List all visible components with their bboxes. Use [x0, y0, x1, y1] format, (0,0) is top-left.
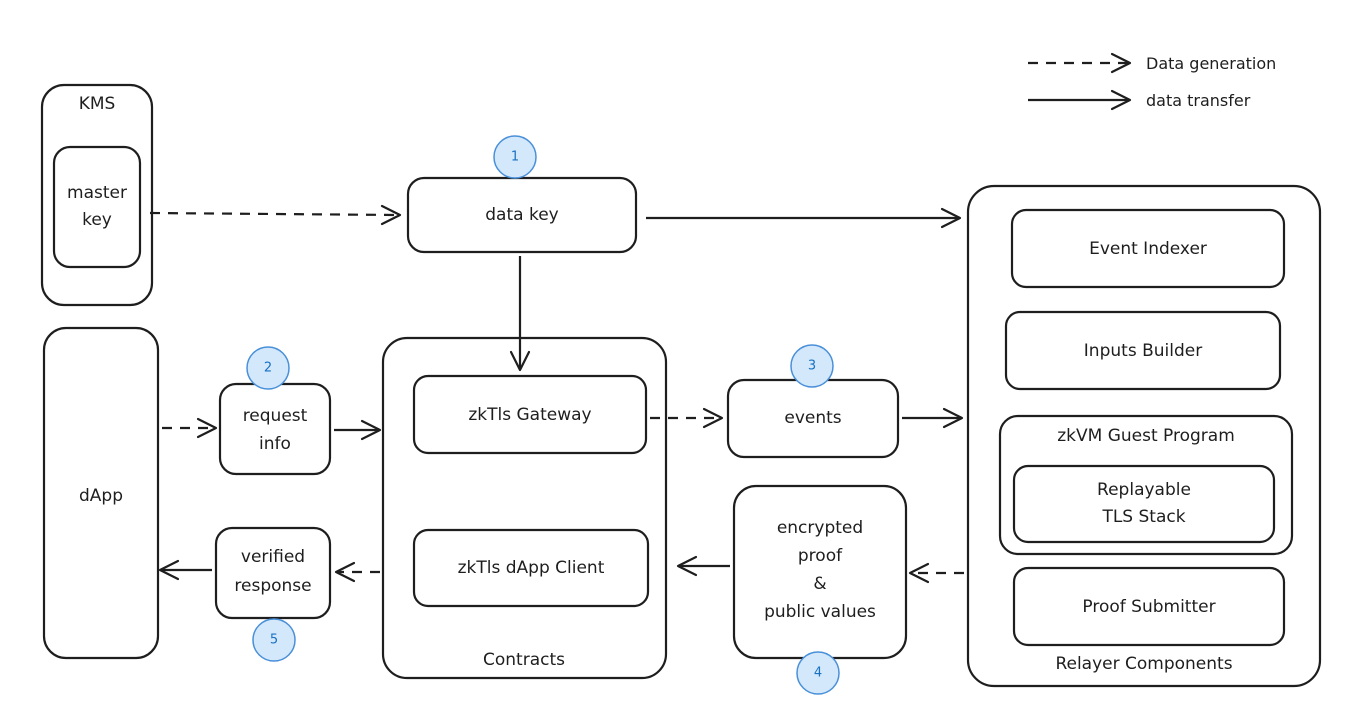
step-markers: 1 2 3 4 5: [246, 135, 840, 695]
master-key-line-1: master: [67, 183, 127, 203]
data-key-group: data key: [406, 176, 638, 254]
inputs-builder-label: Inputs Builder: [1084, 341, 1202, 361]
dapp-group: dApp: [42, 326, 160, 660]
arrowhead-gateway-to-events: [702, 407, 724, 429]
proof-submitter-box: [1012, 566, 1286, 647]
legend-solid-arrowhead: [1110, 89, 1132, 111]
master-key-line-2: key: [82, 210, 112, 230]
request-info-group: request info: [218, 382, 332, 476]
encrypted-proof-box: [732, 484, 908, 660]
proof-submitter-label: Proof Submitter: [1082, 597, 1215, 617]
arrowhead-proof-to-client: [676, 555, 698, 577]
arrowhead-verified-to-dapp: [158, 559, 180, 581]
encrypted-proof-line-3: &: [813, 574, 826, 594]
step-marker-2: 2: [246, 346, 290, 390]
legend-dashed-arrowhead: [1110, 52, 1132, 74]
step-marker-4: 4: [796, 651, 840, 695]
request-info-line-2: info: [259, 434, 291, 454]
arrowhead-relayer-to-proof: [908, 562, 930, 584]
legend-solid-label: data transfer: [1146, 91, 1251, 110]
event-indexer-label: Event Indexer: [1089, 239, 1207, 259]
arrowhead-masterkey-to-datakey: [380, 204, 402, 226]
step-marker-3-label: 3: [808, 359, 816, 374]
arrow-masterkey-to-datakey: [149, 211, 399, 217]
arrows: [149, 204, 964, 584]
step-marker-3-circle: [790, 344, 834, 388]
relayer-group: Event Indexer Inputs Builder zkVM Guest …: [966, 184, 1322, 688]
dapp-label: dApp: [79, 486, 123, 506]
verified-response-group: verified response: [214, 526, 332, 620]
arrowhead-datakey-to-gateway: [509, 350, 531, 372]
zkvm-guest-program-title: zkVM Guest Program: [1057, 426, 1235, 446]
encrypted-proof-group: encrypted proof & public values: [732, 484, 908, 660]
master-key-box: [52, 145, 142, 269]
encrypted-proof-line-2: proof: [798, 546, 843, 566]
step-marker-3: 3: [790, 344, 834, 388]
legend: Data generation data transfer: [1028, 52, 1276, 111]
arrowhead-request-to-contracts: [360, 419, 382, 441]
verified-response-box: [214, 526, 332, 620]
verified-response-line-2: response: [234, 576, 311, 596]
encrypted-proof-line-4: public values: [764, 602, 876, 622]
step-marker-4-label: 4: [814, 666, 822, 681]
legend-dashed-label: Data generation: [1146, 54, 1276, 73]
request-info-line-1: request: [243, 406, 308, 426]
step-marker-1-label: 1: [511, 150, 519, 165]
arrowhead-events-to-relayer: [942, 407, 964, 429]
step-marker-5-label: 5: [270, 633, 278, 648]
relayer-title: Relayer Components: [1055, 654, 1232, 674]
tls-stack-box: [1012, 464, 1276, 544]
dapp-box: [42, 326, 160, 660]
zktls-dapp-client-box: [412, 528, 650, 608]
step-marker-1: 1: [493, 135, 537, 179]
zktls-gateway-label: zkTls Gateway: [468, 405, 591, 425]
arrowhead-datakey-to-relayer: [940, 207, 962, 229]
contracts-group: zkTls Gateway zkTls dApp Client Contract…: [381, 336, 668, 680]
step-marker-1-circle: [493, 135, 537, 179]
step-marker-2-label: 2: [264, 361, 272, 376]
contracts-title: Contracts: [483, 650, 565, 670]
step-marker-2-circle: [246, 346, 290, 390]
inputs-builder-box: [1004, 310, 1282, 391]
encrypted-proof-line-1: encrypted: [777, 518, 863, 538]
verified-response-line-1: verified: [241, 547, 305, 567]
kms-title: KMS: [79, 94, 116, 114]
step-marker-5-circle: [252, 618, 296, 662]
zktls-gateway-box: [412, 374, 648, 455]
tls-stack-line-2: TLS Stack: [1101, 507, 1185, 527]
events-group: events: [726, 378, 900, 459]
step-marker-4-circle: [796, 651, 840, 695]
data-key-box: [406, 176, 638, 254]
data-key-label: data key: [485, 205, 558, 225]
arrowhead-contracts-to-verified: [334, 561, 356, 583]
kms-group: KMS master key: [40, 83, 154, 307]
step-marker-5: 5: [252, 618, 296, 662]
tls-stack-line-1: Replayable: [1097, 480, 1191, 500]
arrowhead-dapp-to-request: [196, 417, 218, 439]
event-indexer-box: [1010, 208, 1286, 289]
request-info-box: [218, 382, 332, 476]
zktls-dapp-client-label: zkTls dApp Client: [458, 558, 605, 578]
events-label: events: [784, 408, 841, 428]
